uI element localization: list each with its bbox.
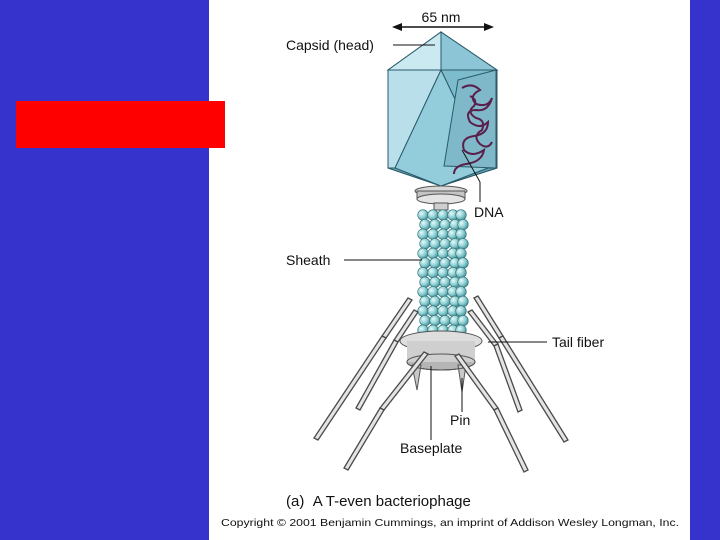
sheath-bead: [440, 277, 451, 288]
sheath-bead: [456, 306, 467, 317]
sheath-bead: [428, 248, 439, 259]
sheath-bead: [458, 296, 469, 307]
sheath-bead: [438, 267, 449, 278]
sheath-bead: [458, 315, 469, 326]
sheath-bead: [438, 248, 449, 259]
sheath-bead: [428, 287, 439, 298]
sheath-bead: [428, 210, 439, 221]
sheath-bead: [420, 239, 431, 250]
sheath-bead: [440, 315, 451, 326]
sheath-bead: [456, 267, 467, 278]
sheath-bead: [428, 306, 439, 317]
sheath-bead: [418, 229, 429, 240]
sheath-bead: [418, 210, 429, 221]
sheath-bead: [430, 258, 441, 269]
sheath-bead: [458, 258, 469, 269]
sheath-bead: [420, 219, 431, 230]
label-dna: DNA: [474, 204, 504, 220]
sheath-bead: [456, 287, 467, 298]
sheath-bead: [430, 315, 441, 326]
caption: (a) A T-even bacteriophage: [286, 493, 471, 510]
sheath-bead: [438, 229, 449, 240]
sheath-bead: [458, 219, 469, 230]
sheath-tail: [418, 210, 469, 345]
sheath-bead: [430, 277, 441, 288]
sheath-bead: [420, 296, 431, 307]
sheath-bead: [420, 258, 431, 269]
sheath-bead: [430, 296, 441, 307]
sheath-bead: [456, 210, 467, 221]
sheath-bead: [440, 258, 451, 269]
sheath-bead: [440, 296, 451, 307]
sheath-bead: [458, 239, 469, 250]
label-pin: Pin: [450, 412, 470, 428]
sheath-bead: [440, 219, 451, 230]
sheath-bead: [428, 229, 439, 240]
sheath-bead: [418, 248, 429, 259]
label-baseplate: Baseplate: [400, 440, 462, 456]
sheath-bead: [428, 267, 439, 278]
sheath-bead: [418, 267, 429, 278]
baseplate-structure: [400, 331, 482, 392]
sheath-bead: [456, 248, 467, 259]
sheath-bead: [440, 239, 451, 250]
sheath-bead: [418, 306, 429, 317]
sheath-bead: [438, 210, 449, 221]
caption-part: (a): [286, 493, 304, 510]
sheath-bead: [418, 287, 429, 298]
caption-text: A T-even bacteriophage: [313, 493, 471, 510]
collar: [415, 186, 467, 210]
sheath-bead: [420, 277, 431, 288]
sheath-bead: [430, 239, 441, 250]
sheath-bead: [430, 219, 441, 230]
sheath-bead: [438, 306, 449, 317]
sheath-bead: [420, 315, 431, 326]
label-sheath: Sheath: [286, 252, 330, 268]
sheath-bead: [458, 277, 469, 288]
label-tail-fiber: Tail fiber: [552, 334, 604, 350]
label-capsid: Capsid (head): [286, 37, 374, 53]
dimension-label: 65 nm: [422, 9, 461, 25]
sheath-bead: [438, 287, 449, 298]
sheath-bead: [456, 229, 467, 240]
copyright-text: Copyright © 2001 Benjamin Cummings, an i…: [221, 517, 679, 529]
